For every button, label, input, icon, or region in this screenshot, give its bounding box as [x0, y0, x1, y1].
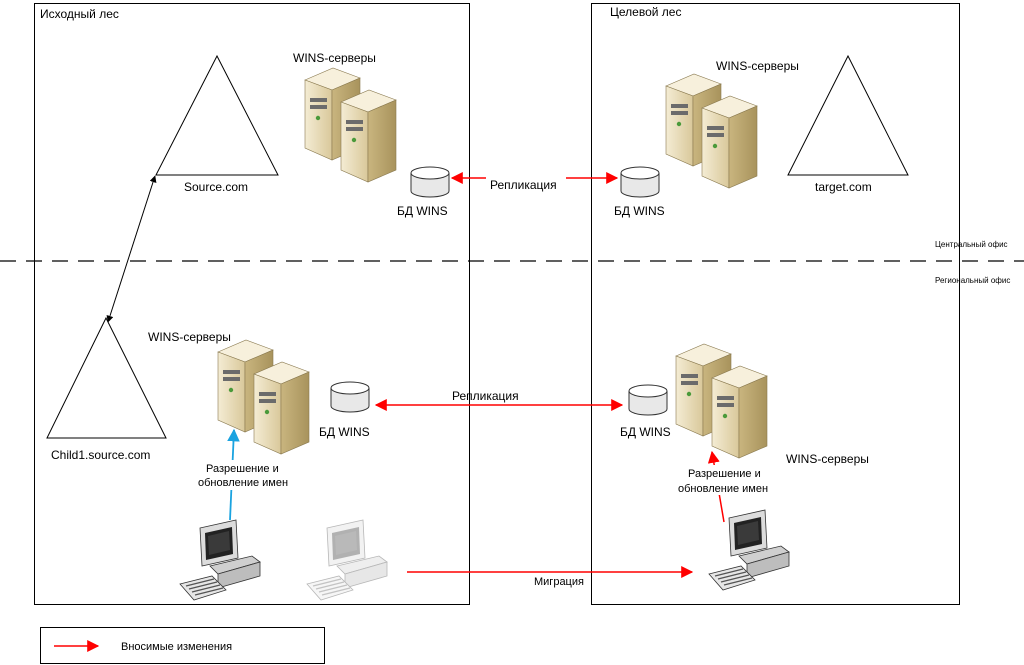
central-source-servers-label: WINS-серверы: [293, 51, 376, 65]
source-forest-box: [34, 3, 470, 605]
target-forest-title: Целевой лес: [610, 5, 681, 19]
central-source-db-label: БД WINS: [397, 204, 448, 218]
legend-label: Вносимые изменения: [121, 641, 232, 653]
migrating-client-pc-icon: [306, 519, 388, 601]
trust-link: [106, 175, 157, 323]
central-target-db-label: БД WINS: [614, 204, 665, 218]
source-domain-triangle: [155, 54, 279, 176]
central-target-db-icon: [620, 166, 660, 198]
regional-source-db-label: БД WINS: [319, 425, 370, 439]
regional-target-db-label: БД WINS: [620, 425, 671, 439]
regional-target-servers-label: WINS-серверы: [786, 452, 869, 466]
source-client-pc-icon: [179, 519, 261, 601]
target-resolution-line1: Разрешение и: [688, 468, 761, 480]
source-domain-label: Source.com: [184, 180, 248, 194]
regional-office-label: Региональный офис: [935, 276, 1010, 285]
migration-label: Миграция: [534, 576, 584, 588]
central-source-db-icon: [410, 166, 450, 198]
regional-replication-label: Репликация: [452, 389, 519, 403]
source-resolution-line1: Разрешение и: [206, 463, 279, 475]
central-target-servers-label: WINS-серверы: [716, 59, 799, 73]
child-domain-triangle: [46, 316, 167, 439]
target-domain-triangle: [787, 54, 909, 176]
central-replication-label-bg: [486, 171, 566, 185]
child-domain-label: Child1.source.com: [51, 448, 150, 462]
source-resolution-label-bg: [196, 460, 290, 490]
target-client-pc-icon: [708, 509, 790, 591]
central-target-server-icon: [666, 74, 757, 188]
central-replication-label: Репликация: [490, 178, 557, 192]
target-resolution-label-bg: [676, 465, 776, 495]
central-source-server-icon: [305, 68, 396, 182]
regional-source-server-icon: [218, 340, 309, 454]
target-resolution-line2: обновление имен: [678, 483, 768, 495]
target-forest-box: [591, 3, 960, 605]
regional-source-db-icon: [330, 381, 370, 413]
source-forest-title: Исходный лес: [40, 7, 119, 21]
regional-target-db-icon: [628, 384, 668, 416]
source-resolution-line2: обновление имен: [198, 477, 288, 489]
central-office-label: Центральный офис: [935, 240, 1008, 249]
target-domain-label: target.com: [815, 180, 872, 194]
regional-source-servers-label: WINS-серверы: [148, 330, 231, 344]
regional-target-server-icon: [676, 344, 767, 458]
